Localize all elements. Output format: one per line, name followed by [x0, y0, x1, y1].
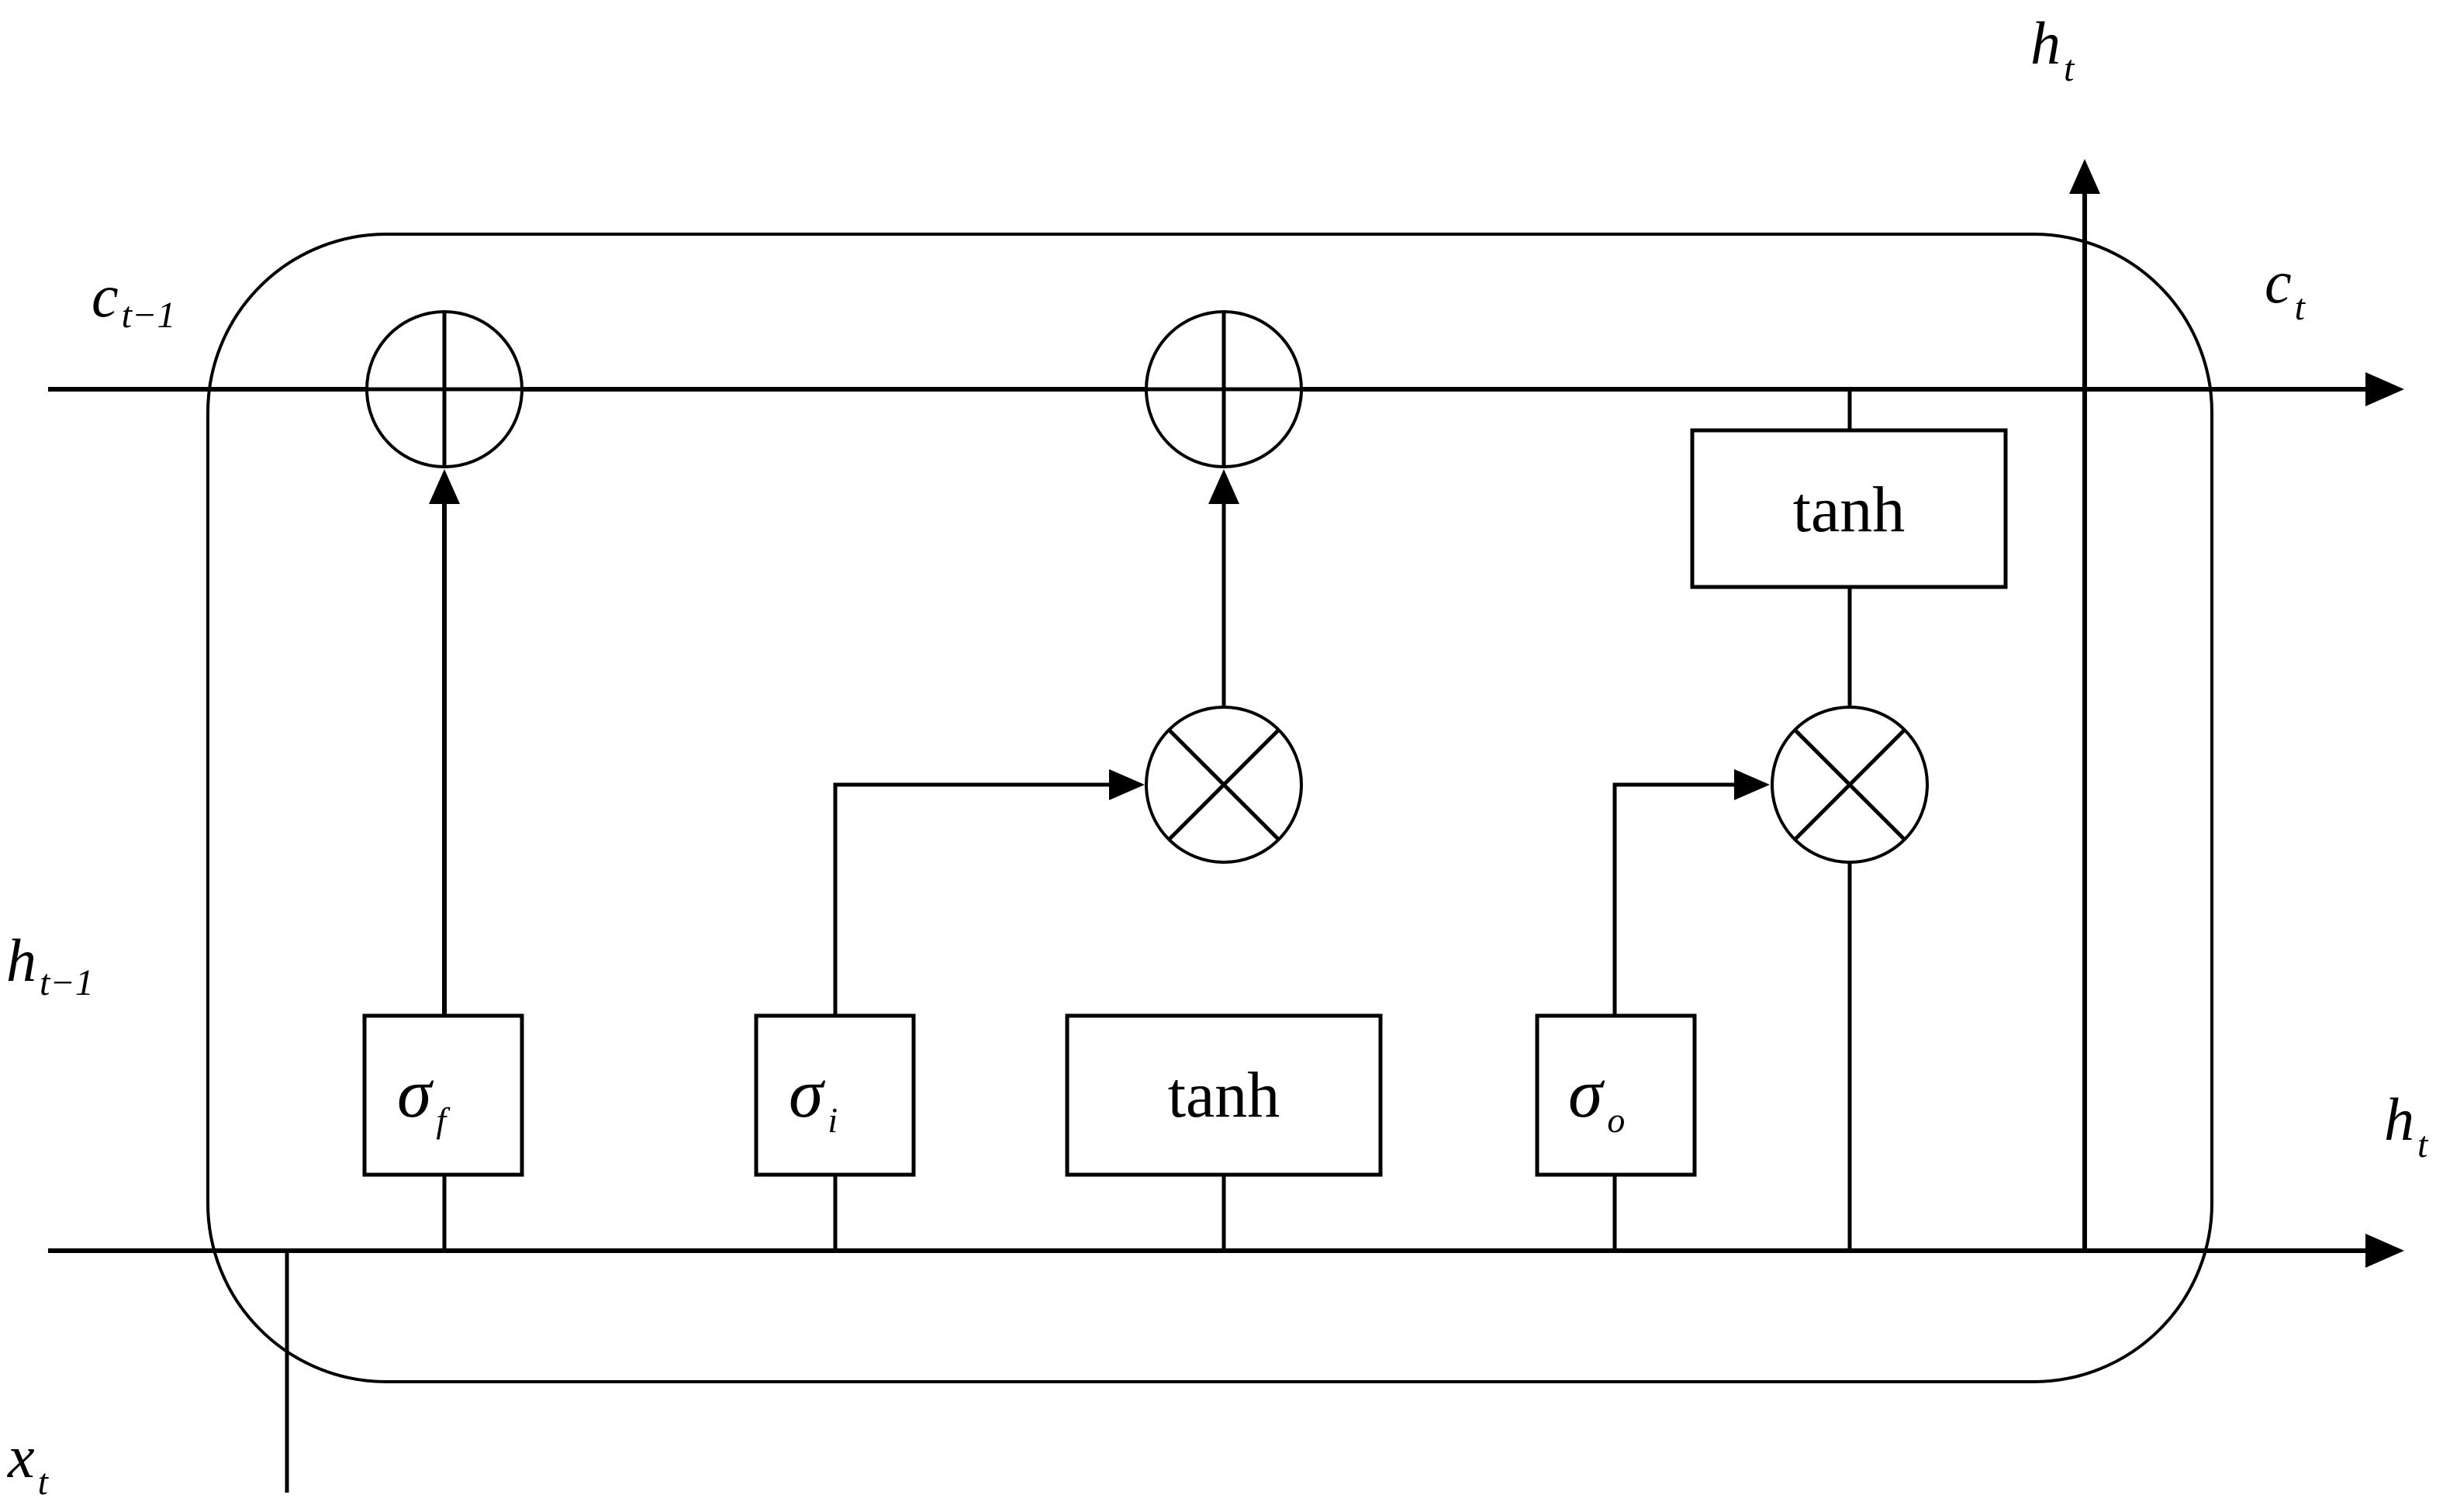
candidate-tanh-label: tanh [1168, 1059, 1280, 1131]
label-h-right: ht [2384, 1086, 2429, 1165]
input-gate-arrowhead [1109, 769, 1145, 800]
label-x-input: xt [7, 1423, 50, 1503]
hidden-output-arrowhead [2365, 1234, 2404, 1268]
label-c-next: ct [2265, 248, 2307, 328]
output-multiply-node [1771, 706, 1929, 864]
label-c-prev: ct−1 [92, 262, 175, 336]
label-h-top: ht [2030, 9, 2075, 89]
input-gate-route [833, 782, 1109, 1016]
forget-combine-node [365, 310, 524, 468]
candidate-tanh-box: tanh [1065, 1013, 1383, 1177]
cell-tanh-label: tanh [1793, 474, 1906, 546]
output-gate-arrowhead [1734, 769, 1770, 800]
output-gate-to-multiply [1612, 782, 1734, 1016]
cell-boundary [206, 233, 2213, 1383]
label-h-prev: ht−1 [6, 927, 94, 1003]
cell-state-arrowhead [2365, 372, 2404, 406]
input-add-arrowhead [1208, 469, 1239, 504]
h-up-arrowhead [2069, 159, 2100, 194]
add-node [1145, 310, 1303, 468]
forget-arrowhead [429, 469, 460, 504]
cell-tanh-box: tanh [1690, 428, 2008, 589]
input-multiply-node [1145, 706, 1303, 864]
